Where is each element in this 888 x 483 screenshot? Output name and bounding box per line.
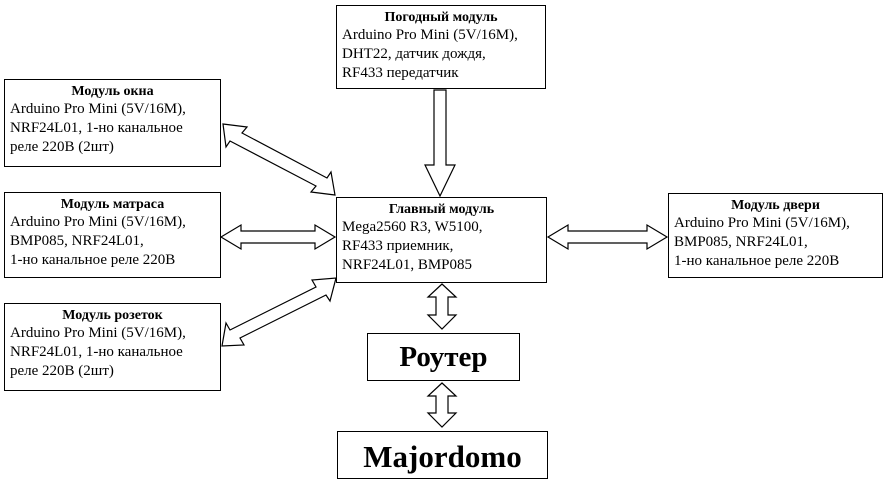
sockets-module-title: Модуль розеток [62, 308, 163, 323]
door-module-title: Модуль двери [731, 198, 820, 213]
weather-module-box: Погодный модуль Arduino Pro Mini (5V/16M… [336, 5, 546, 89]
mattress-module-line: BMP085, NRF24L01, [10, 233, 144, 249]
window-module-title: Модуль окна [71, 84, 154, 99]
main-module-title: Главный модуль [388, 202, 495, 217]
mattress-module-line: 1-но канальное реле 220В [10, 252, 176, 268]
arrow-window-main [222, 123, 336, 196]
weather-module-title: Погодный модуль [384, 10, 498, 25]
door-module-line: 1-но канальное реле 220В [674, 253, 840, 269]
mattress-module-line: Arduino Pro Mini (5V/16M), [10, 214, 186, 230]
main-module-line: RF433 приемник, [342, 238, 454, 254]
sockets-module-line: Arduino Pro Mini (5V/16M), [10, 325, 186, 341]
majordomo-box: Majordomo [337, 431, 548, 479]
majordomo-label: Majordomo [363, 439, 522, 474]
weather-module-line: RF433 передатчик [342, 65, 459, 81]
door-module-box: Модуль двери Arduino Pro Mini (5V/16M), … [668, 193, 883, 278]
mattress-module-box: Модуль матраса Arduino Pro Mini (5V/16M)… [4, 192, 221, 278]
router-label: Роутер [399, 341, 488, 373]
weather-module-line: DHT22, датчик дождя, [342, 46, 486, 62]
main-module-box: Главный модуль Mega2560 R3, W5100, RF433… [336, 197, 547, 283]
arrow-weather-to-main [424, 89, 456, 198]
router-box: Роутер [367, 333, 520, 381]
window-module-line: Arduino Pro Mini (5V/16M), [10, 101, 186, 117]
arrow-main-door [546, 223, 669, 251]
sockets-module-line: реле 220В (2шт) [10, 363, 114, 379]
window-module-box: Модуль окна Arduino Pro Mini (5V/16M), N… [4, 79, 221, 167]
sockets-module-line: NRF24L01, 1-но канальное [10, 344, 183, 360]
arrow-mattress-main [219, 223, 337, 251]
arrow-sockets-main [221, 277, 337, 347]
mattress-module-title: Модуль матраса [60, 197, 165, 212]
main-module-line: Mega2560 R3, W5100, [342, 219, 483, 235]
arrow-main-router [426, 283, 458, 330]
arrow-router-majordomo [426, 382, 458, 428]
door-module-line: Arduino Pro Mini (5V/16M), [674, 215, 850, 231]
window-module-line: реле 220В (2шт) [10, 139, 114, 155]
window-module-line: NRF24L01, 1-но канальное [10, 120, 183, 136]
weather-module-line: Arduino Pro Mini (5V/16M), [342, 27, 518, 43]
door-module-line: BMP085, NRF24L01, [674, 234, 808, 250]
sockets-module-box: Модуль розеток Arduino Pro Mini (5V/16M)… [4, 303, 221, 391]
main-module-line: NRF24L01, BMP085 [342, 257, 473, 273]
